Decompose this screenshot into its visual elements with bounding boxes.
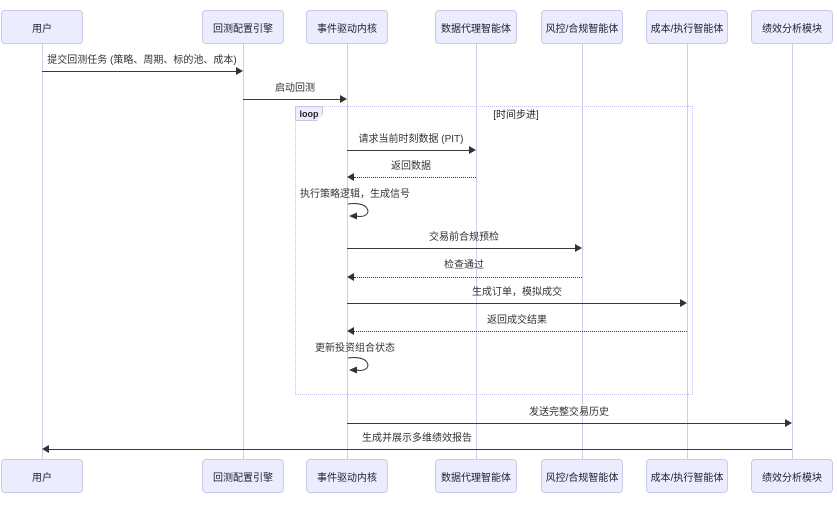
arrowhead-right-icon xyxy=(680,299,687,307)
arrowhead-left-icon xyxy=(347,273,354,281)
actor-user-top: 用户 xyxy=(1,10,83,44)
actor-risk-top: 风控/合规智能体 xyxy=(541,10,623,44)
actor-kernel-bottom: 事件驱动内核 xyxy=(306,459,388,493)
message-return-arrow xyxy=(354,277,582,278)
actor-kernel-top: 事件驱动内核 xyxy=(306,10,388,44)
message-return-arrow xyxy=(354,331,687,332)
message-label: 返回数据 xyxy=(391,161,431,172)
loop-frame xyxy=(295,106,693,395)
actor-data-bottom: 数据代理智能体 xyxy=(435,459,517,493)
arrowhead-right-icon xyxy=(575,244,582,252)
message-label: 生成并展示多维绩效报告 xyxy=(362,433,472,444)
actor-perf-bottom: 绩效分析模块 xyxy=(751,459,833,493)
loop-label: loop xyxy=(295,106,323,121)
message-label: 交易前合规预检 xyxy=(429,232,499,243)
actor-cost-top: 成本/执行智能体 xyxy=(646,10,728,44)
actor-config-bottom: 回测配置引擎 xyxy=(202,459,284,493)
self-loop-arrow xyxy=(347,357,369,374)
message-label: 发送完整交易历史 xyxy=(529,407,609,418)
message-label: 返回成交结果 xyxy=(487,315,547,326)
arrowhead-right-icon xyxy=(340,95,347,103)
message-arrow xyxy=(42,71,236,72)
actor-config-top: 回测配置引擎 xyxy=(202,10,284,44)
message-label: 生成订单，模拟成交 xyxy=(472,287,562,298)
message-return-arrow xyxy=(354,177,476,178)
lifeline-kernel xyxy=(347,44,348,459)
actor-risk-bottom: 风控/合规智能体 xyxy=(541,459,623,493)
message-label: 执行策略逻辑，生成信号 xyxy=(300,189,410,200)
message-arrow xyxy=(347,248,575,249)
arrowhead-right-icon xyxy=(785,419,792,427)
message-arrow xyxy=(347,423,785,424)
lifeline-risk xyxy=(582,44,583,459)
message-label: 提交回测任务 (策略、周期、标的池、成本) xyxy=(47,55,237,66)
lifeline-cost xyxy=(687,44,688,459)
message-label: 检查通过 xyxy=(444,260,484,271)
lifeline-config xyxy=(243,44,244,459)
lifeline-data xyxy=(476,44,477,459)
message-arrow xyxy=(347,150,469,151)
arrowhead-right-icon xyxy=(469,146,476,154)
actor-perf-top: 绩效分析模块 xyxy=(751,10,833,44)
lifeline-user xyxy=(42,44,43,459)
actor-user-bottom: 用户 xyxy=(1,459,83,493)
message-label: 请求当前时刻数据 (PIT) xyxy=(358,134,464,145)
arrowhead-left-icon xyxy=(347,173,354,181)
arrowhead-left-icon xyxy=(347,327,354,335)
message-arrow xyxy=(243,99,340,100)
message-label: 更新投资组合状态 xyxy=(315,343,395,354)
actor-cost-bottom: 成本/执行智能体 xyxy=(646,459,728,493)
loop-condition: [时间步进] xyxy=(493,110,539,121)
actor-data-top: 数据代理智能体 xyxy=(435,10,517,44)
lifeline-perf xyxy=(792,44,793,459)
arrowhead-right-icon xyxy=(236,67,243,75)
arrowhead-left-icon xyxy=(42,445,49,453)
message-arrow xyxy=(347,303,680,304)
self-loop-arrow xyxy=(347,203,369,220)
message-arrow xyxy=(49,449,792,450)
message-label: 启动回测 xyxy=(275,83,315,94)
